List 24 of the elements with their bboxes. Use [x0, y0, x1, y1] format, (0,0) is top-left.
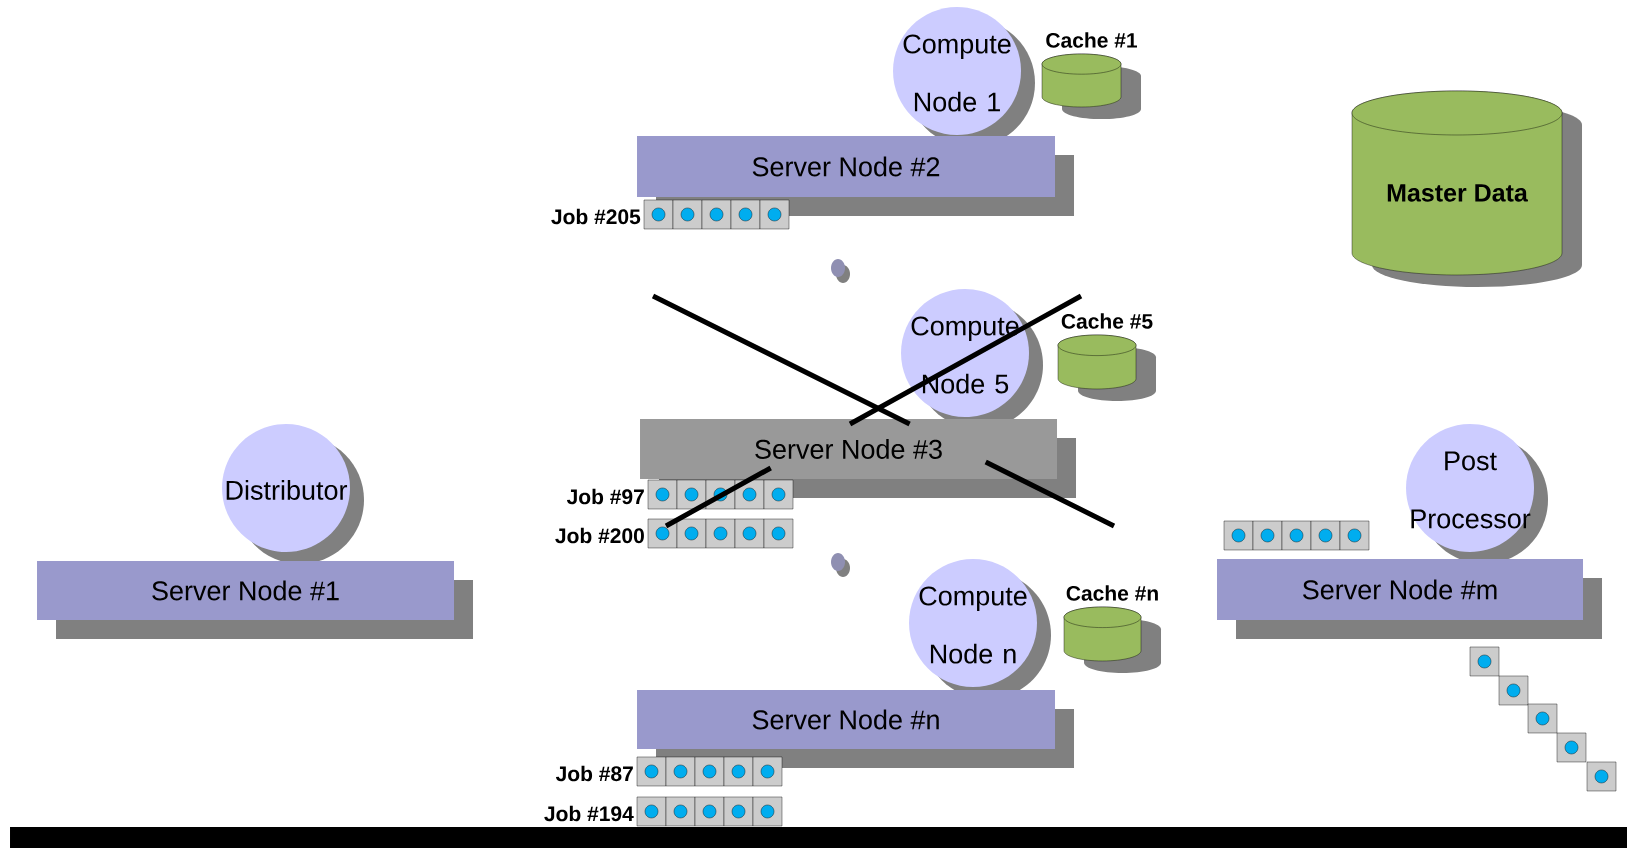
job-queue	[643, 199, 790, 230]
job-label: Job #200	[555, 527, 644, 544]
node-label: Cache #n	[1066, 585, 1158, 601]
job-cell	[1498, 675, 1529, 706]
server-node-bar: Server Node #n	[637, 690, 1074, 768]
database-cylinder: Master Data	[1351, 90, 1582, 287]
job-cell	[1556, 732, 1587, 763]
job-cell	[1527, 703, 1558, 734]
job-queue	[647, 518, 794, 549]
cache-cylinder: Cache #n	[1063, 585, 1161, 673]
server-node-bar: Server Node #1	[37, 561, 473, 639]
server-node-bar: Server Node #m	[1217, 559, 1602, 639]
job-queue	[636, 756, 783, 787]
job-label: Job #194	[544, 805, 634, 822]
job-label: Job #87	[555, 765, 633, 782]
node-label: Cache #1	[1046, 32, 1137, 48]
node-label: Cache #5	[1061, 313, 1153, 329]
job-cell	[1469, 646, 1500, 677]
cache-cylinder: Cache #5	[1057, 313, 1156, 401]
job-queue	[636, 796, 783, 827]
job-cell	[1586, 761, 1617, 792]
job-queue	[647, 479, 794, 510]
job-queue	[1223, 520, 1370, 551]
cache-cylinder: Cache #1	[1041, 32, 1141, 119]
